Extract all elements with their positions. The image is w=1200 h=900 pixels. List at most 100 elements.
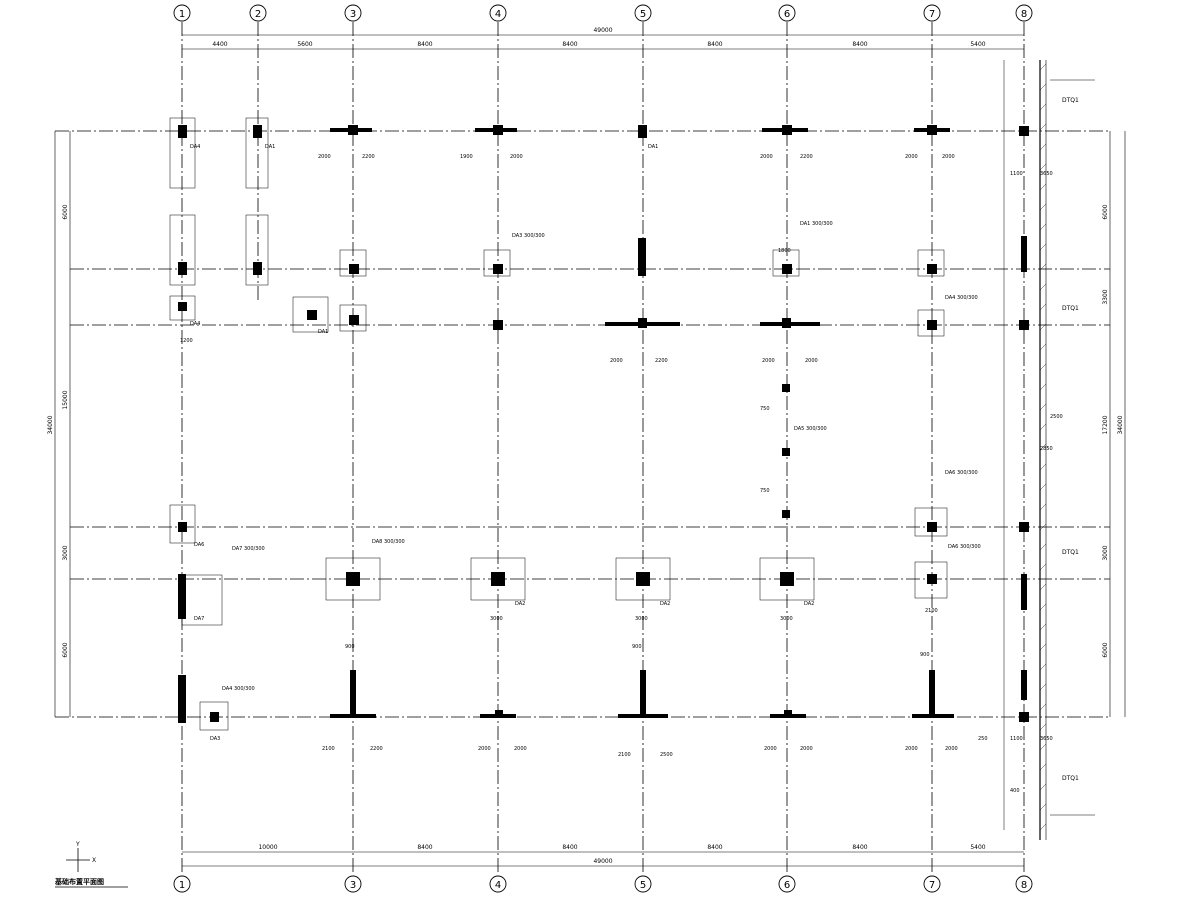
dim-seg: 6000	[1102, 204, 1109, 219]
wall-label: DTQ1	[1062, 775, 1079, 782]
dim-label: 2000	[942, 154, 955, 160]
dim-seg: 8400	[417, 844, 432, 851]
vertical-axis-lines	[181, 22, 1025, 872]
bottom-axis-bubbles: 1 3 4 5 6 7 8	[173, 875, 1033, 893]
foundation-tag: DA4	[190, 321, 200, 327]
dim-label: 3000	[635, 616, 648, 622]
axis-bubble-label: 4	[495, 880, 501, 891]
foundation-note: DA6 300/300	[945, 470, 978, 476]
dim-label: 2200	[655, 358, 668, 364]
foundation-note: DA5 300/300	[794, 426, 827, 432]
foundation-note: DA7 300/300	[232, 546, 265, 552]
dim-label: 2500	[660, 752, 673, 758]
foundation-tag: DA2	[804, 601, 814, 607]
coord-y-label: Y	[75, 841, 80, 848]
dim-seg: 6000	[62, 204, 69, 219]
dim-label: 2500	[1050, 414, 1063, 420]
dim-label: 2100	[925, 608, 938, 614]
dim-label: 1200	[180, 338, 193, 344]
wall-label: DTQ1	[1062, 549, 1079, 556]
dim-label: 900	[345, 644, 355, 650]
dim-seg: 6000	[1102, 642, 1109, 657]
dim-right-inner: 17200	[1102, 415, 1109, 434]
foundation-note: DA6 300/300	[948, 544, 981, 550]
retaining-wall: DTQ1 DTQ1 DTQ1 DTQ1 3650 3650 2500 2850 …	[1003, 60, 1095, 840]
dim-label: 2000	[805, 358, 818, 364]
dim-seg: 6000	[62, 642, 69, 657]
dim-left-inner: 15000	[62, 390, 69, 409]
dim-seg: 3000	[1102, 545, 1109, 560]
dim-right-outer: 34000	[1117, 415, 1124, 434]
dim-seg: 8400	[562, 41, 577, 48]
axis-bubble-label: 1	[179, 9, 185, 20]
dim-label: 750	[760, 406, 770, 412]
dim-seg: 8400	[852, 41, 867, 48]
foundation-tag: DA3	[210, 736, 220, 742]
dim-seg: 10000	[258, 844, 277, 851]
foundation-tag: DA1	[318, 329, 328, 335]
dim-label: 1900	[460, 154, 473, 160]
dim-label: 2850	[1040, 446, 1053, 452]
wall-label: DTQ1	[1062, 305, 1079, 312]
axis-bubble-label: 3	[350, 9, 356, 20]
dim-label: 2200	[370, 746, 383, 752]
dim-seg: 3300	[1102, 289, 1109, 304]
dim-seg: 5400	[970, 41, 985, 48]
dim-label: 2000	[762, 358, 775, 364]
dim-label: 2000	[760, 154, 773, 160]
dim-seg: 4400	[212, 41, 227, 48]
axis-bubble-label: 6	[784, 9, 790, 20]
dim-label: 400	[1010, 788, 1020, 794]
axis-bubble-label: 1	[179, 880, 185, 891]
foundation-tag: DA1	[648, 144, 658, 150]
axis6-cluster: DA5 300/300 750 750	[760, 384, 827, 518]
dim-label: 2000	[610, 358, 623, 364]
dim-label: 2000	[510, 154, 523, 160]
dim-label: 2000	[945, 746, 958, 752]
foundation-note: DA4 300/300	[222, 686, 255, 692]
dim-label: 2000	[318, 154, 331, 160]
dim-label: 900	[632, 644, 642, 650]
dim-label: 1800	[778, 248, 791, 254]
dim-label: 250	[978, 736, 988, 742]
top-row-footings: 2000 2200 1900 2000 2000 2200 2000 2000 …	[318, 125, 955, 160]
dim-label: 1100	[1010, 171, 1023, 177]
dim-label: 2000	[905, 154, 918, 160]
dim-label: 2000	[800, 746, 813, 752]
dim-seg: 3000	[62, 545, 69, 560]
foundation-note: DA1 300/300	[800, 221, 833, 227]
axis-bubble-label: 5	[640, 9, 646, 20]
dim-label: 2000	[514, 746, 527, 752]
coord-x-label: X	[92, 857, 96, 864]
dim-seg: 5400	[970, 844, 985, 851]
bottom-row-footings: DA4 300/300 DA3 2100 2200 2000 2000 2100…	[178, 644, 988, 758]
dim-total-bottom: 49000	[593, 858, 612, 865]
axis-bubble-label: 6	[784, 880, 790, 891]
dim-label: 3000	[490, 616, 503, 622]
foundation-note: DA4 300/300	[945, 295, 978, 301]
dim-label: 1100	[1010, 736, 1023, 742]
dim-label: 750	[760, 488, 770, 494]
foundation-tag: DA2	[660, 601, 670, 607]
axis-bubble-label: 8	[1021, 9, 1027, 20]
foundation-tag: DA1	[265, 144, 275, 150]
dim-seg: 8400	[417, 41, 432, 48]
axis-bubble-label: 7	[929, 880, 935, 891]
dim-label: 3000	[780, 616, 793, 622]
drawing-title: 基础布置平面图	[54, 877, 104, 886]
dim-label: 2100	[618, 752, 631, 758]
bottom-dimension-chain: 10000 8400 8400 8400 8400 5400 49000	[182, 844, 1024, 867]
dim-label: 3650	[1040, 736, 1053, 742]
left-bay-foundations: DA4 DA1 DA4 DA1 1200	[169, 117, 328, 344]
dim-seg: 8400	[852, 844, 867, 851]
wall-label: DTQ1	[1062, 97, 1079, 104]
axis-bubble-label: 7	[929, 9, 935, 20]
axis-bubble-label: 3	[350, 880, 356, 891]
middle-upper-footings: DA3 300/300 DA1 300/300 DA4 300/300 2000…	[339, 221, 978, 364]
foundation-tag: DA4	[190, 144, 200, 150]
dim-label: 2000	[905, 746, 918, 752]
coordinate-icon: Y X	[66, 841, 96, 872]
axis-bubble-label: 8	[1021, 880, 1027, 891]
foundation-tag: DA2	[515, 601, 525, 607]
